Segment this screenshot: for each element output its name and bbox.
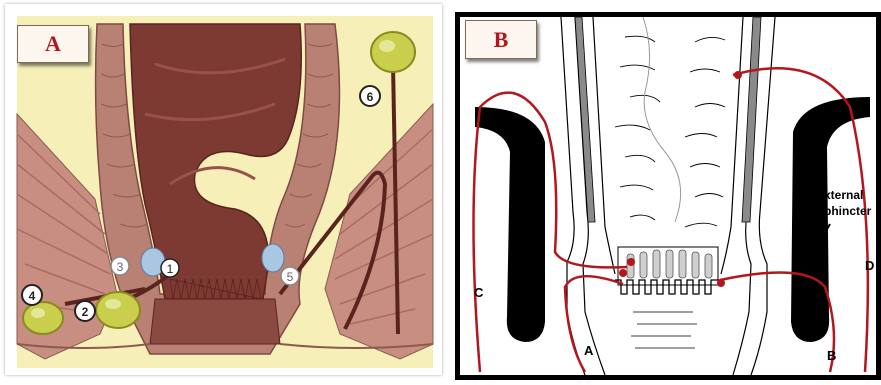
marker-2: 2	[75, 301, 95, 321]
panel-a-tag: A	[17, 25, 89, 63]
label-d: D	[865, 258, 874, 273]
label-b: B	[827, 348, 836, 363]
svg-text:6: 6	[367, 90, 374, 104]
svg-text:5: 5	[287, 270, 294, 284]
abscess-4	[23, 302, 63, 334]
svg-text:3: 3	[117, 260, 124, 274]
panel-b-schematic: External Sphincter A B C D	[455, 12, 881, 380]
marker-4: 4	[22, 285, 42, 305]
marker-6: 6	[360, 86, 380, 106]
anal-canal	[150, 299, 280, 344]
anal-columns	[627, 250, 712, 278]
marker-5: 5	[281, 267, 299, 285]
fistula-classification-schematic: External Sphincter A B C D	[455, 12, 881, 380]
external-sphincter-label-2: Sphincter	[816, 204, 872, 218]
right-anal-gland	[262, 244, 284, 272]
svg-text:4: 4	[29, 289, 36, 303]
marker-3: 3	[111, 257, 129, 275]
abscess-6	[371, 32, 415, 72]
label-c: C	[474, 285, 484, 300]
marker-1: 1	[161, 259, 179, 277]
svg-text:1: 1	[167, 262, 174, 276]
label-a: A	[584, 343, 594, 358]
panel-b-tag: B	[465, 20, 537, 59]
external-sphincter-label-1: External	[816, 188, 863, 202]
svg-text:2: 2	[82, 305, 89, 319]
abscess-2	[96, 292, 140, 328]
